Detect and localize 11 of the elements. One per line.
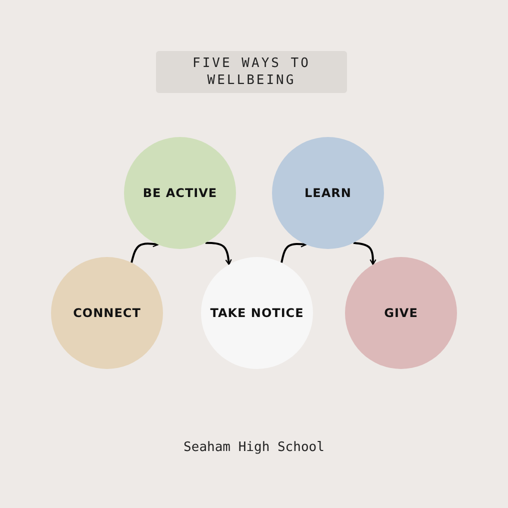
caption: Seaham High School bbox=[182, 440, 326, 455]
node-label: CONNECT bbox=[73, 306, 141, 320]
node-label: BE ACTIVE bbox=[142, 186, 218, 200]
node-label: LEARN bbox=[304, 186, 352, 200]
curved-arrow bbox=[130, 240, 159, 263]
node-label: GIVE bbox=[384, 306, 418, 320]
curved-arrow bbox=[205, 242, 232, 266]
node-label: TAKE NOTICE bbox=[210, 306, 304, 320]
curved-arrow bbox=[353, 242, 376, 266]
curved-arrow bbox=[280, 240, 307, 263]
title-banner: FIVE WAYS TO WELLBEING bbox=[156, 51, 347, 93]
